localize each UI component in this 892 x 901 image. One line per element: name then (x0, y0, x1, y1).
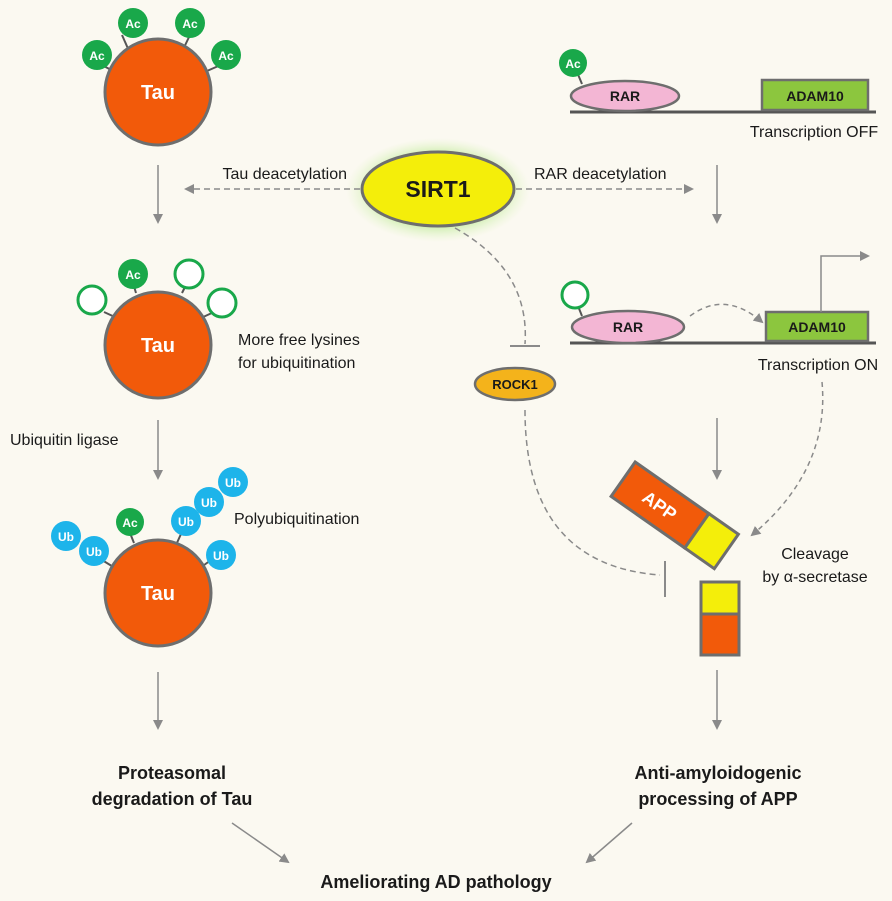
acetyl-group-icon (211, 40, 241, 70)
ubiquitin-label: Ub (86, 545, 102, 559)
sirt1-node: SIRT1 (346, 138, 530, 242)
free-lysine-icon (76, 284, 108, 316)
ubiquitin-label: Ub (58, 530, 74, 544)
acetyl-group-icon (118, 259, 148, 289)
rock1-node: ROCK1 (473, 366, 557, 402)
converge-arrow-left (231, 822, 290, 864)
free-lysine-icon (206, 287, 238, 319)
tau-label-top: Tau (141, 82, 175, 104)
ubiquitin-icon (79, 536, 109, 566)
rar-activation-arrow (689, 303, 764, 324)
rar-acetylated-group: Ac RAR ADAM10 Transcription OFF (559, 49, 878, 141)
tau-deacetylated-group: Tau Ac More free lysines for ubiquitinat… (76, 258, 360, 400)
ubiquitin-label: Ub (201, 496, 217, 510)
proteasomal-label-1: Proteasomal (118, 763, 226, 783)
sirt1-ellipse (360, 150, 516, 228)
acetyl-label: Ac (122, 516, 138, 530)
ubiquitin-label: Ub (225, 476, 241, 490)
rar-ellipse-mid (570, 309, 686, 345)
rar-deacetylated-group: RAR ADAM10 Transcription ON (560, 251, 878, 374)
tau-label-bottom: Tau (141, 583, 175, 605)
acetyl-label: Ac (182, 17, 198, 31)
acetyl-label: Ac (89, 49, 105, 63)
ubiquitin-icon (218, 467, 248, 497)
acetyl-label: Ac (565, 57, 581, 71)
ubiquitin-icon (51, 521, 81, 551)
ubiquitin-label: Ub (213, 549, 229, 563)
rar-label-mid: RAR (613, 319, 643, 335)
anti-amyloid-label-2: processing of APP (638, 789, 797, 809)
transcription-off-label: Transcription OFF (750, 124, 879, 141)
acetyl-group-icon (82, 40, 112, 70)
rock1-label: ROCK1 (492, 377, 538, 392)
adam10-gene-top (760, 78, 870, 112)
tau-circle-bottom (103, 538, 213, 648)
free-lysines-label-1: More free lysines (238, 332, 360, 349)
free-lysine-icon (560, 280, 590, 310)
app-protein: APP (609, 459, 741, 571)
tau-deacetylation-label: Tau deacetylation (222, 166, 347, 183)
ubiquitin-icon (171, 506, 201, 536)
adam10-label-mid: ADAM10 (788, 319, 846, 335)
acetyl-label: Ac (125, 17, 141, 31)
ubiquitin-label: Ub (178, 515, 194, 529)
tau-acetylated-group: Tau Ac Ac Ac Ac (82, 8, 241, 147)
tau-polyubiquitinated-group: Tau Ac Ub Ub Ub Ub Ub Ub Polyubiquitinat… (51, 467, 359, 648)
cleavage-label-2: by α-secretase (762, 569, 867, 586)
sirt1-rock1-inhibition (454, 227, 527, 345)
app-fragment-yellow (699, 580, 741, 616)
ubiquitin-icon (206, 540, 236, 570)
tau-label-mid: Tau (141, 335, 175, 357)
rar-label-top: RAR (610, 88, 640, 104)
tau-circle-top (103, 37, 213, 147)
adam10-cleavage-arrow (750, 381, 824, 537)
adam10-gene-mid (764, 310, 870, 343)
app-fragment-orange (699, 612, 741, 657)
free-lysine-icon (173, 258, 205, 290)
acetyl-group-icon (175, 8, 205, 38)
rock1-inhibition (524, 409, 661, 576)
cleavage-label-1: Cleavage (781, 546, 849, 563)
ubiquitin-ligase-label: Ubiquitin ligase (10, 432, 119, 449)
app-group: APP Cleavage by α-secretase (609, 459, 868, 657)
transcription-on-label: Transcription ON (758, 357, 878, 374)
rock1-ellipse (473, 366, 557, 402)
acetyl-label: Ac (218, 49, 234, 63)
free-lysines-label-2: for ubiquitination (238, 355, 355, 372)
ubiquitin-icon (194, 487, 224, 517)
adam10-label-top: ADAM10 (786, 88, 844, 104)
proteasomal-label-2: degradation of Tau (92, 789, 253, 809)
tau-circle-mid (103, 290, 213, 400)
rar-deacetylation-label: RAR deacetylation (534, 166, 667, 183)
acetyl-label: Ac (125, 268, 141, 282)
anti-amyloid-label-1: Anti-amyloidogenic (634, 763, 801, 783)
outcome-label: Ameliorating AD pathology (320, 872, 551, 892)
acetyl-group-icon (559, 49, 587, 77)
acetyl-group-icon (118, 8, 148, 38)
polyubiquitination-label: Polyubiquitination (234, 511, 359, 528)
rar-ellipse-top (569, 79, 681, 113)
sirt1-label: SIRT1 (405, 176, 470, 202)
acetyl-group-icon (116, 508, 144, 536)
transcription-start-arrow (820, 251, 870, 312)
converge-arrow-right (585, 822, 633, 864)
